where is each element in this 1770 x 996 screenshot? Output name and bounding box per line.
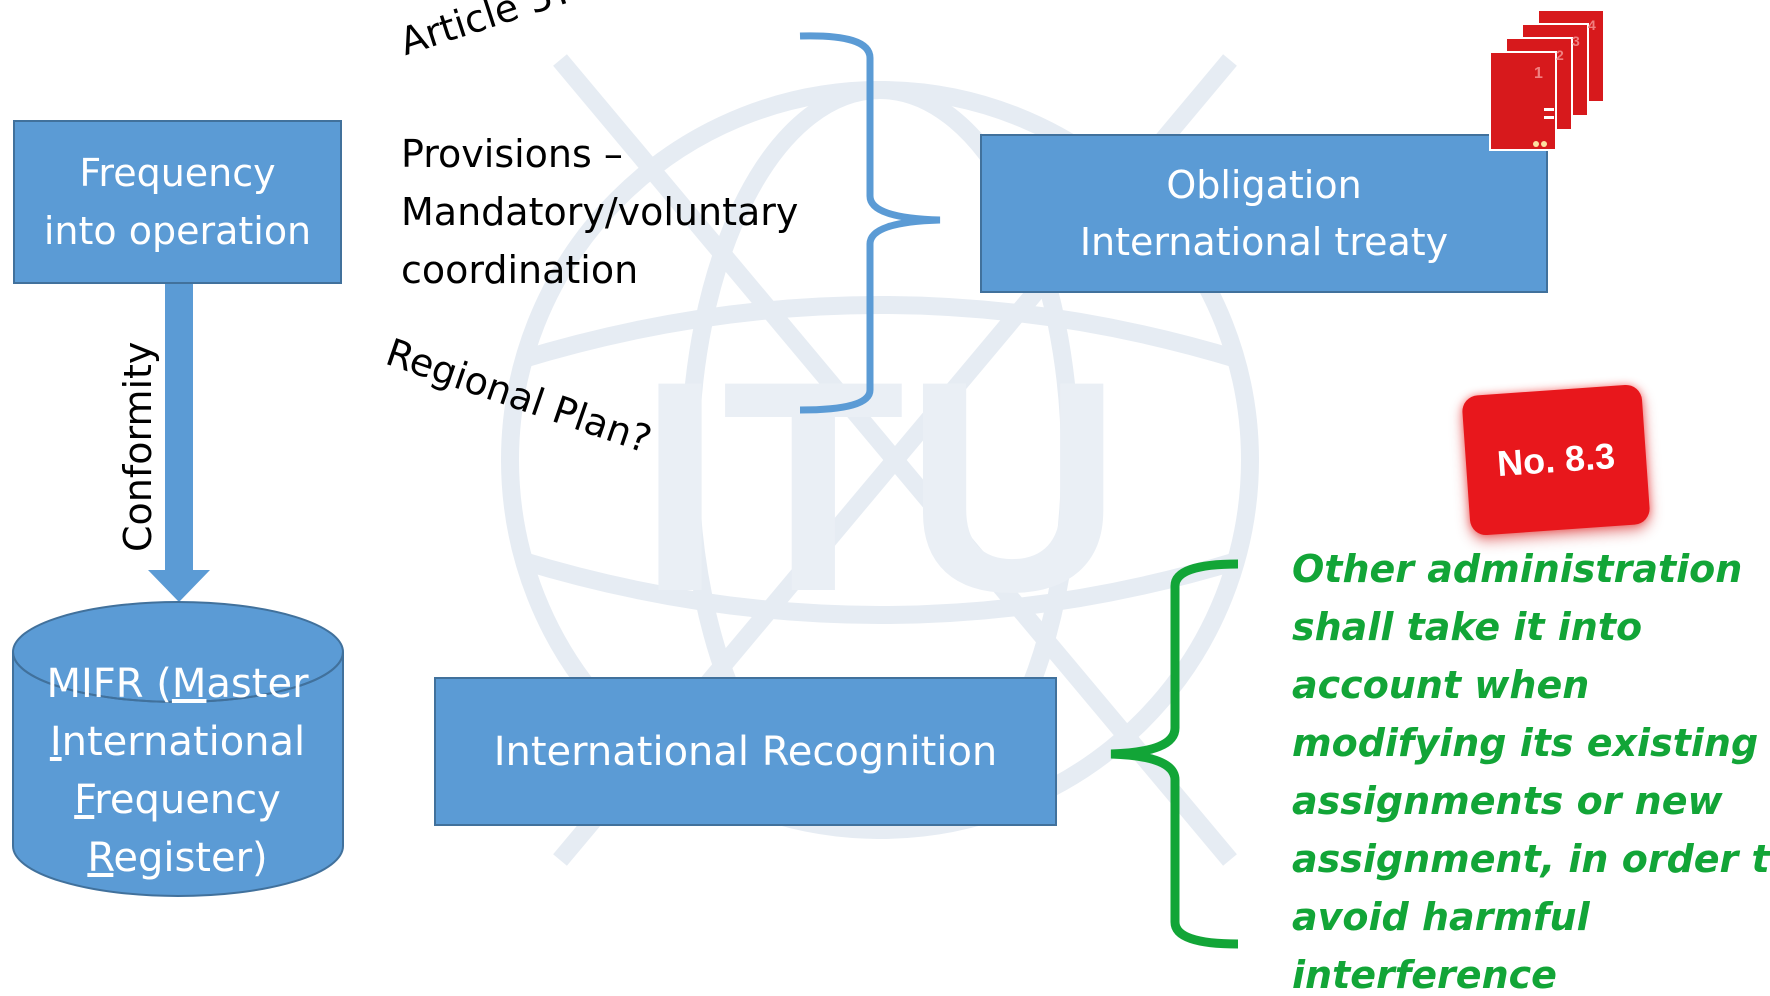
conformity-label: Conformity [116, 341, 160, 552]
no-8-3-badge: No. 8.3 [1461, 383, 1651, 537]
note-line: shall take it into [1292, 605, 1643, 649]
mifr-line-1: MIFR (Master [46, 661, 309, 707]
international-recognition-box: International Recognition [434, 677, 1057, 826]
frequency-line-2: into operation [43, 209, 312, 253]
note-line: interference [1292, 953, 1557, 996]
obligation-line-1: Obligation [1166, 162, 1362, 207]
note-line: modifying its existing [1292, 721, 1759, 765]
obligation-line-2: International treaty [1079, 219, 1449, 264]
blue-right-brace [799, 32, 941, 414]
conformity-arrow [148, 284, 210, 602]
book-number-4: 4 [1588, 17, 1596, 33]
obligation-box: Obligation International treaty [980, 134, 1548, 293]
note-line: assignment, in order to [1292, 837, 1770, 881]
note-line: Other administration [1292, 547, 1743, 591]
book-number-3: 3 [1572, 33, 1580, 49]
provisions-label: Provisions – Mandatory/voluntary coordin… [401, 132, 799, 292]
mifr-database-cylinder [12, 601, 344, 897]
watermark-text: ITU [638, 318, 1121, 654]
book-number-1: 1 [1534, 65, 1543, 82]
mifr-line-4: Register) [87, 835, 268, 881]
note-line: assignments or new [1292, 779, 1723, 823]
no-8-3-explanation-text: Other administration shall take it into … [1292, 540, 1770, 996]
book-number-2: 2 [1556, 47, 1564, 63]
frequency-into-operation-box: Frequency into operation [13, 120, 342, 284]
mifr-line-2: International [49, 719, 306, 765]
radio-regulations-books-image: 4 3 2 1 [1489, 9, 1605, 151]
note-line: account when [1292, 663, 1590, 707]
mifr-line-3: Frequency [74, 777, 281, 823]
green-left-brace [1110, 559, 1239, 949]
note-line: avoid harmful [1292, 895, 1590, 939]
mifr-label: MIFR (Master International Frequency Reg… [13, 655, 342, 887]
frequency-line-1: Frequency [79, 151, 276, 195]
